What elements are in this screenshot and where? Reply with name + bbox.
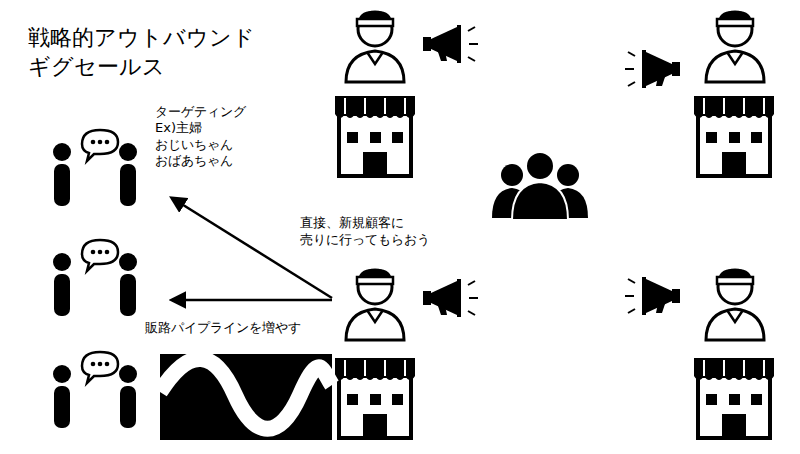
direct-sales-note: 直接、新規顧客に 売りに行ってもらおう (300, 215, 460, 249)
customer-pair-icon (53, 240, 137, 316)
salesperson-icon (706, 269, 764, 340)
megaphone-icon (423, 279, 478, 317)
salesperson-icon (346, 269, 404, 340)
megaphone-icon (625, 277, 680, 315)
shop-icon (694, 96, 774, 176)
pipeline-image (160, 354, 332, 440)
customer-pair-icon (53, 130, 137, 206)
arrow (172, 198, 332, 298)
salesperson-icon (346, 11, 404, 82)
target-note: ターゲティング Ex)主婦 おじいちゃん おばあちゃん (155, 104, 267, 169)
pipeline-note: 販路パイプラインを増やす (145, 320, 345, 337)
shop-icon (335, 96, 415, 176)
salesperson-icon (706, 11, 764, 82)
shop-icon (335, 358, 415, 438)
arrow (172, 299, 332, 302)
customer-pair-icon (53, 352, 137, 428)
shop-icon (694, 358, 774, 438)
megaphone-icon (625, 50, 680, 88)
crowd-icon (492, 152, 588, 220)
title: 戦略的アウトバウンド ギグセールス (28, 24, 268, 81)
megaphone-icon (423, 25, 478, 63)
